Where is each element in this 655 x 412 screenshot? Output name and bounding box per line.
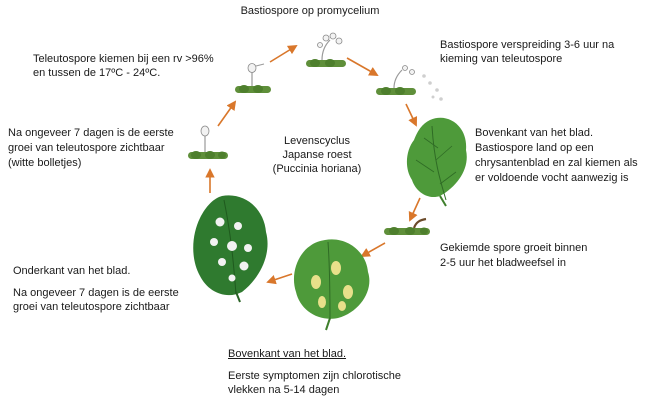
stage-topleft-line2: en tussen de 17ºC - 24ºC. [33,67,161,79]
stage-leftlower-heading: Onderkant van het blad. [13,265,131,277]
stage-leftlower-line2: groei van teleutospore zichtbaar [13,301,170,313]
stage-bottom-line1: Eerste symptomen zijn chlorotische [228,370,402,382]
stem-basidiospores-top [306,32,346,67]
stage-leftupper-line2: groei van teleutospore zichtbaar [8,142,165,154]
stem-promycelium-topleft [235,63,271,93]
stage-bottom-heading: Bovenkant van het blad. [228,348,347,360]
title-basidiospore: Bastiospore op promycelium [240,5,380,17]
stage-topright-line1: Bastiospore verspreiding 3-6 uur na [440,39,615,51]
leaf-chlorotic-bottom [293,239,370,331]
arrow-4 [408,197,421,222]
stage-topright-line2: kieming van teleutospore [440,53,563,65]
stage-rightlower-line2: 2-5 uur het bladweefsel in [440,257,566,269]
stage-rightupper-line4: er voldoende vocht aanwezig is [475,172,629,184]
center-label-line3: (Puccinia horiana) [272,163,362,175]
stage-bottom-line2: vlekken na 5-14 dagen [228,384,340,396]
stage-leftlower-line1: Na ongeveer 7 dagen is de eerste [13,287,179,299]
stage-topleft-line1: Teleutospore kiemen bij een rv >96% [33,53,214,65]
stem-teleutospore-left [188,125,228,159]
stage-rightlower-line1: Gekiemde spore groeit binnen [440,242,588,254]
arrow-6 [266,273,293,285]
stage-rightupper-line2: Bastiospore land op een [475,142,594,154]
stage-rightupper-line1: Bovenkant van het blad. [475,127,594,139]
stage-leftupper-line1: Na ongeveer 7 dagen is de eerste [8,127,174,139]
arrow-8 [217,100,237,127]
cycle-arrows [205,44,421,285]
stage-leftupper-line3: (witte bolletjes) [8,157,82,169]
center-label-line2: Japanse roest [282,149,352,161]
arrow-5 [360,242,386,257]
leaf-upper-right [406,117,467,207]
center-label-line1: Levenscyclus [283,135,351,147]
stage-rightupper-line3: chrysantenblad en zal kiemen als [475,157,638,169]
stem-dispersal-topright [376,65,443,101]
arrow-3 [405,103,418,127]
stem-germinated-right [384,217,430,235]
leaf-underside-left [193,195,268,303]
arrow-1 [269,44,298,63]
arrow-2 [346,57,379,76]
